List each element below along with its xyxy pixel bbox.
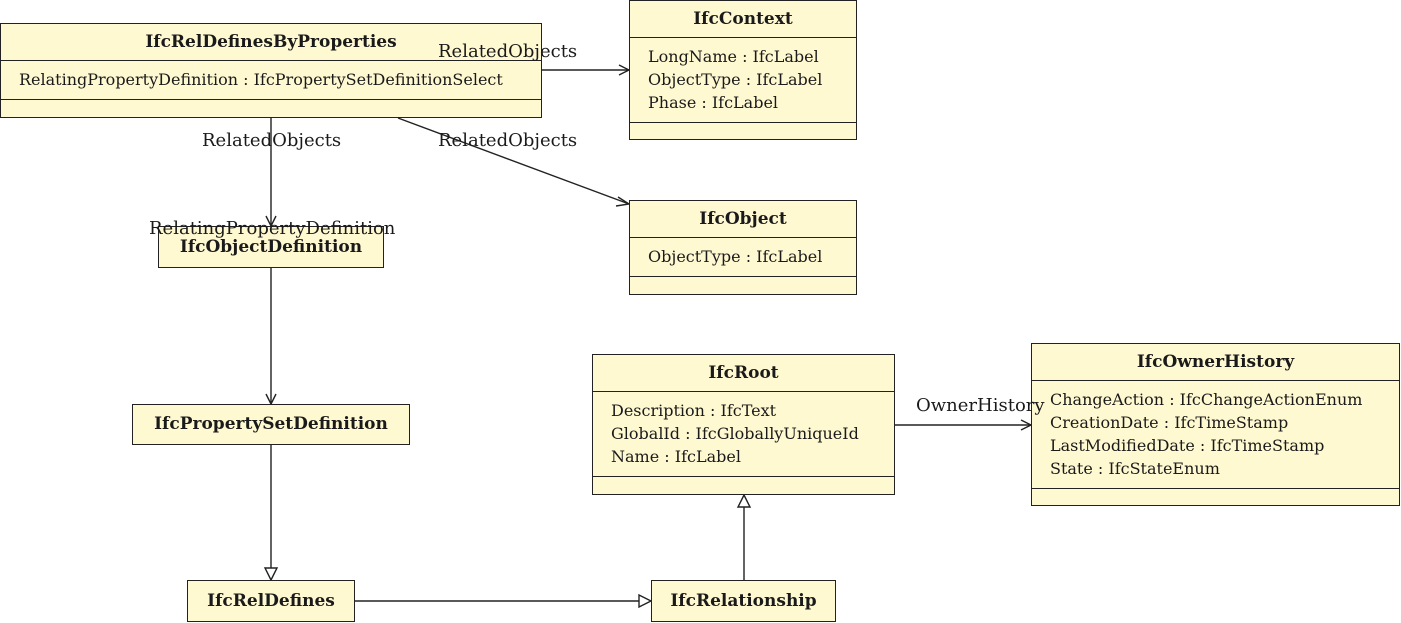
attribute: CreationDate : IfcTimeStamp [1050, 413, 1289, 432]
association-related-objects-object [397, 117, 630, 205]
attribute: RelatingPropertyDefinition : IfcProperty… [19, 70, 503, 89]
class-name: IfcObjectDefinition [179, 237, 363, 257]
edge-label-related-objects-object: RelatedObjects [438, 130, 578, 151]
operation-compartment [630, 122, 856, 139]
attribute: LongName : IfcLabel [648, 47, 819, 66]
class-ifc-rel-defines: IfcRelDefines [187, 580, 355, 622]
class-name: IfcOwnerHistory [1136, 352, 1295, 372]
attribute: LastModifiedDate : IfcTimeStamp [1050, 436, 1325, 455]
operation-compartment [1032, 488, 1399, 505]
class-ifc-property-set-definition: IfcPropertySetDefinition [132, 404, 410, 445]
attribute-list: ObjectType : IfcLabel [630, 237, 856, 276]
edge-label-related-objects-down: RelatedObjects [202, 130, 342, 151]
class-ifc-owner-history: IfcOwnerHistory ChangeAction : IfcChange… [1031, 343, 1400, 506]
class-name: IfcRelDefines [207, 591, 335, 611]
edge-label-relating-property-definition: RelatingPropertyDefinition [149, 218, 396, 239]
triangle-reldefines [263, 567, 279, 582]
attribute: ObjectType : IfcLabel [648, 247, 823, 266]
class-ifc-relationship: IfcRelationship [651, 580, 836, 622]
attribute: ObjectType : IfcLabel [648, 70, 823, 89]
attribute-list: LongName : IfcLabel ObjectType : IfcLabe… [630, 37, 856, 122]
class-name: IfcContext [693, 9, 793, 29]
class-ifc-object: IfcObject ObjectType : IfcLabel [629, 200, 857, 295]
edge-label-owner-history: OwnerHistory [916, 395, 1045, 416]
triangle-relationship [638, 593, 653, 609]
operation-compartment [630, 276, 856, 294]
class-ifc-rel-defines-by-properties: IfcRelDefinesByProperties RelatingProper… [0, 23, 542, 118]
operation-compartment [1, 99, 541, 117]
attribute-list: ChangeAction : IfcChangeActionEnum Creat… [1032, 380, 1399, 488]
attribute: Name : IfcLabel [611, 447, 741, 466]
class-name: IfcObject [699, 209, 787, 229]
attribute-list: RelatingPropertyDefinition : IfcProperty… [1, 60, 541, 99]
attribute-list: Description : IfcText GlobalId : IfcGlob… [593, 391, 894, 476]
class-name: IfcPropertySetDefinition [154, 414, 388, 434]
attribute: GlobalId : IfcGloballyUniqueId [611, 424, 859, 443]
attribute: State : IfcStateEnum [1050, 459, 1220, 478]
attribute: Phase : IfcLabel [648, 93, 779, 112]
class-ifc-root: IfcRoot Description : IfcText GlobalId :… [592, 354, 895, 495]
class-name: IfcRelDefinesByProperties [145, 32, 397, 52]
class-ifc-object-definition: IfcObjectDefinition [158, 226, 384, 268]
edge-label-related-objects-context: RelatedObjects [438, 41, 578, 62]
triangle-root [736, 493, 752, 508]
operation-compartment [593, 476, 894, 494]
class-name: IfcRoot [708, 363, 779, 383]
attribute: Description : IfcText [611, 401, 777, 420]
class-name: IfcRelationship [670, 591, 817, 611]
attribute: ChangeAction : IfcChangeActionEnum [1050, 390, 1363, 409]
class-ifc-context: IfcContext LongName : IfcLabel ObjectTyp… [629, 0, 857, 140]
